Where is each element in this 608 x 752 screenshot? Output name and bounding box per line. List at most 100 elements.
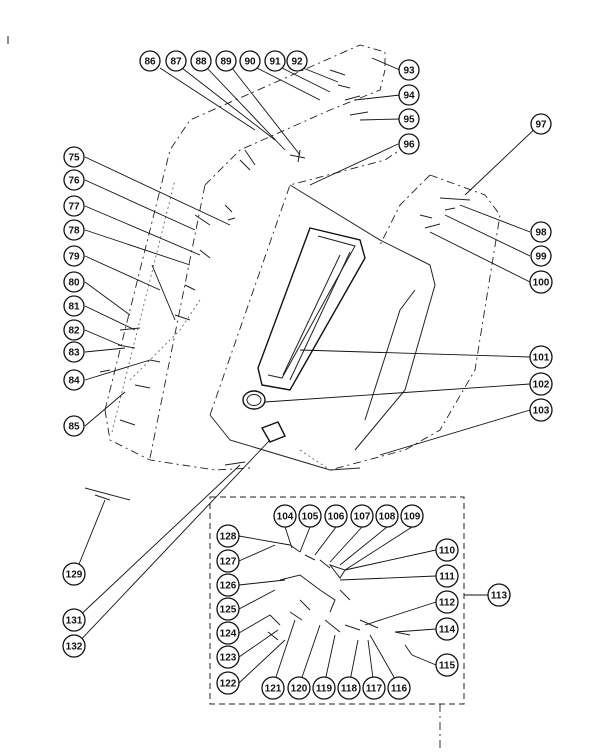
- latch-part: [260, 421, 286, 443]
- callout-82: 82: [63, 319, 85, 341]
- callout-label: 79: [68, 252, 80, 263]
- callout-label: 103: [533, 406, 550, 417]
- callout-label: 80: [68, 278, 80, 289]
- callout-circle: [63, 271, 85, 293]
- callout-circle: [216, 573, 240, 597]
- callout-circle: [216, 645, 240, 669]
- callout-label: 97: [535, 120, 547, 131]
- callout-label: 108: [379, 512, 396, 523]
- callout-93: 93: [398, 59, 420, 81]
- callout-label: 75: [68, 153, 80, 164]
- callout-95: 95: [398, 108, 420, 130]
- callout-circle: [63, 369, 85, 391]
- callout-circle: [63, 146, 85, 168]
- callout-79: 79: [63, 245, 85, 267]
- callout-label: 116: [391, 684, 408, 695]
- callout-99: 99: [530, 245, 552, 267]
- callout-label: 122: [220, 679, 237, 690]
- callout-86: 86: [139, 50, 161, 72]
- callout-label: 128: [220, 532, 237, 543]
- callout-107: 107: [350, 504, 374, 528]
- callout-108: 108: [375, 504, 399, 528]
- callout-label: 78: [68, 226, 80, 237]
- callout-label: 123: [220, 653, 237, 664]
- callout-label: 117: [366, 684, 383, 695]
- callout-circle: [264, 50, 286, 72]
- front-panel: [209, 184, 436, 471]
- callout-label: 96: [403, 140, 415, 151]
- callout-circle: [398, 84, 420, 106]
- callout-label: 83: [68, 348, 80, 359]
- callout-114: 114: [435, 617, 459, 641]
- callout-label: 88: [195, 57, 207, 68]
- callout-100: 100: [529, 270, 553, 294]
- callout-label: 85: [68, 422, 80, 433]
- callout-98: 98: [530, 221, 552, 243]
- callout-circle: [63, 219, 85, 241]
- callout-label: 125: [220, 605, 237, 616]
- callout-115: 115: [435, 653, 459, 677]
- callout-label: 77: [68, 202, 80, 213]
- callout-117: 117: [362, 676, 386, 700]
- callout-circle: [216, 621, 240, 645]
- callout-circle: [398, 133, 420, 155]
- subassembly-parts: [267, 544, 413, 656]
- callout-circle: [287, 676, 311, 700]
- callout-circle: [286, 50, 308, 72]
- callout-90: 90: [239, 50, 261, 72]
- callout-81: 81: [63, 295, 85, 317]
- callout-111: 111: [435, 564, 459, 588]
- callout-label: 127: [220, 557, 237, 568]
- callout-circle: [435, 590, 459, 614]
- callout-circle: [63, 195, 85, 217]
- callout-label: 129: [66, 570, 83, 581]
- callout-105: 105: [298, 504, 322, 528]
- callout-78: 78: [63, 219, 85, 241]
- callout-label: 90: [244, 57, 256, 68]
- callout-97: 97: [530, 113, 552, 135]
- callout-circle: [216, 524, 240, 548]
- callout-label: 94: [403, 91, 415, 102]
- callout-circle: [298, 504, 322, 528]
- callout-label: 101: [533, 353, 550, 364]
- callout-120: 120: [287, 676, 311, 700]
- callout-116: 116: [387, 676, 411, 700]
- callout-103: 103: [529, 398, 553, 422]
- callout-circle: [139, 50, 161, 72]
- callout-129: 129: [62, 562, 86, 586]
- base-pieces: [84, 461, 246, 501]
- control-knob: [242, 390, 266, 410]
- callout-label: 118: [341, 684, 358, 695]
- callout-circle: [398, 59, 420, 81]
- callout-84: 84: [63, 369, 85, 391]
- callout-circle: [165, 50, 187, 72]
- callout-circle: [398, 108, 420, 130]
- callout-132: 132: [62, 634, 86, 658]
- callout-127: 127: [216, 549, 240, 573]
- callout-circle: [529, 345, 553, 369]
- callout-circle: [529, 398, 553, 422]
- callout-circle: [529, 372, 553, 396]
- callout-circle: [435, 653, 459, 677]
- callout-75: 75: [63, 146, 85, 168]
- callout-label: 132: [66, 642, 83, 653]
- callout-circle: [435, 617, 459, 641]
- callout-125: 125: [216, 597, 240, 621]
- callout-91: 91: [264, 50, 286, 72]
- callout-80: 80: [63, 271, 85, 293]
- callout-circle: [63, 341, 85, 363]
- left-hardware: [99, 204, 236, 426]
- callout-circle: [530, 245, 552, 267]
- callout-circle: [216, 671, 240, 695]
- callout-label: 106: [328, 512, 345, 523]
- callout-label: 131: [66, 616, 83, 627]
- callout-circle: [63, 245, 85, 267]
- callout-circle: [62, 562, 86, 586]
- callout-circle: [216, 597, 240, 621]
- callout-circle: [63, 415, 85, 437]
- door-handle: [257, 227, 366, 391]
- callout-label: 113: [491, 591, 508, 602]
- callout-label: 112: [439, 598, 456, 609]
- callout-88: 88: [190, 50, 212, 72]
- callout-92: 92: [286, 50, 308, 72]
